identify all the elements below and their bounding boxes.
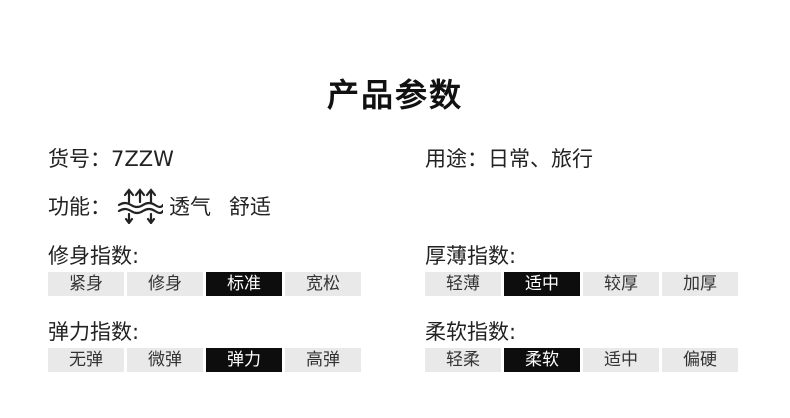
softness-option-selected: 柔软 <box>504 348 580 372</box>
elasticity-option: 无弹 <box>48 348 124 372</box>
softness-index-scale: 轻柔 柔软 适中 偏硬 <box>425 348 741 372</box>
thickness-option: 较厚 <box>583 272 659 296</box>
feature-comfortable: 舒适 <box>229 195 271 219</box>
usage-value: 日常、旅行 <box>488 147 593 171</box>
fit-index-label: 修身指数: <box>48 244 140 268</box>
elasticity-option-selected: 弹力 <box>206 348 282 372</box>
fit-index-scale: 紧身 修身 标准 宽松 <box>48 272 364 296</box>
thickness-option: 轻薄 <box>425 272 501 296</box>
item-number-value: 7ZZW <box>111 147 174 171</box>
usage-row: 用途：日常、旅行 <box>425 145 593 173</box>
fit-option: 修身 <box>127 272 203 296</box>
function-label: 功能： <box>48 195 111 219</box>
elasticity-option: 微弹 <box>127 348 203 372</box>
usage-label: 用途： <box>425 147 488 171</box>
fit-option: 宽松 <box>285 272 361 296</box>
page-title: 产品参数 <box>326 76 463 114</box>
elasticity-option: 高弹 <box>285 348 361 372</box>
softness-option: 轻柔 <box>425 348 501 372</box>
fit-option-selected: 标准 <box>206 272 282 296</box>
function-row: 功能： 透气 舒适 <box>48 186 271 226</box>
thickness-index-scale: 轻薄 适中 较厚 加厚 <box>425 272 741 296</box>
softness-option: 适中 <box>583 348 659 372</box>
thickness-option-selected: 适中 <box>504 272 580 296</box>
fit-option: 紧身 <box>48 272 124 296</box>
feature-breathable: 透气 <box>169 195 211 219</box>
thickness-index-label: 厚薄指数: <box>425 244 517 268</box>
item-number-row: 货号：7ZZW <box>48 145 174 173</box>
breathable-arrows-icon <box>117 188 163 224</box>
elasticity-index-scale: 无弹 微弹 弹力 高弹 <box>48 348 364 372</box>
softness-option: 偏硬 <box>662 348 738 372</box>
item-number-label: 货号： <box>48 147 111 171</box>
elasticity-index-label: 弹力指数: <box>48 320 140 344</box>
thickness-option: 加厚 <box>662 272 738 296</box>
softness-index-label: 柔软指数: <box>425 320 517 344</box>
